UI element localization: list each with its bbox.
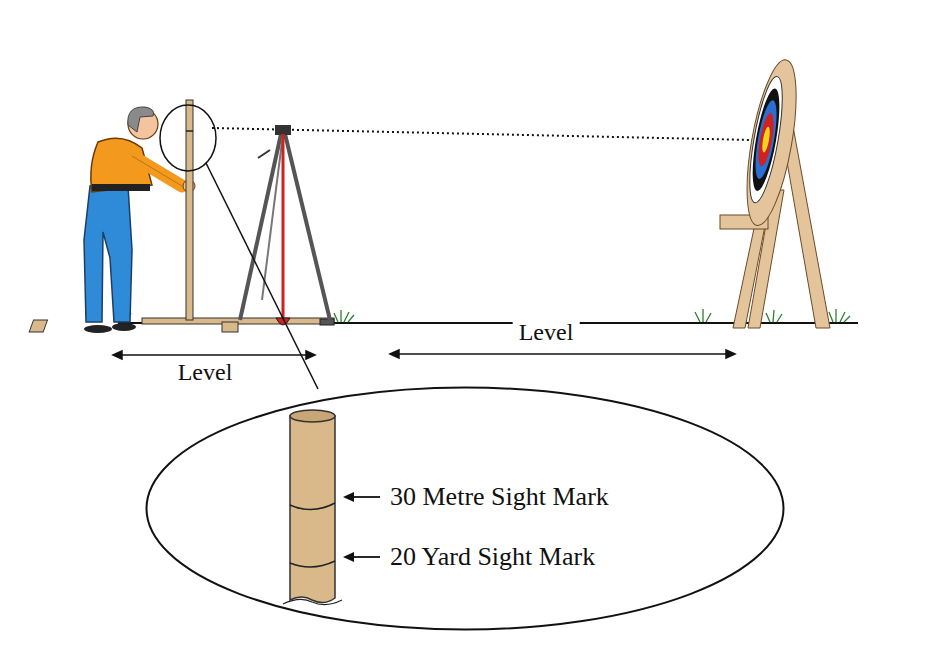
sight-mark-label: 20 Yard Sight Mark bbox=[390, 542, 595, 572]
level-label: Level bbox=[513, 318, 580, 346]
sight-mark-label: 30 Metre Sight Mark bbox=[390, 482, 609, 512]
level-label: Level bbox=[172, 358, 239, 386]
tripod bbox=[240, 125, 330, 325]
pointer-arrow bbox=[343, 552, 380, 562]
leader-line bbox=[206, 163, 318, 389]
archer-figure bbox=[84, 107, 195, 333]
pointer-arrow bbox=[343, 492, 380, 502]
pole-closeup bbox=[283, 410, 342, 605]
target-stand bbox=[720, 56, 830, 328]
magnified-view: 30 Metre Sight Mark 20 Yard Sight Mark bbox=[145, 386, 785, 631]
magnify-circle bbox=[160, 105, 216, 171]
sight-line bbox=[212, 128, 752, 140]
sight-pole bbox=[186, 100, 193, 320]
